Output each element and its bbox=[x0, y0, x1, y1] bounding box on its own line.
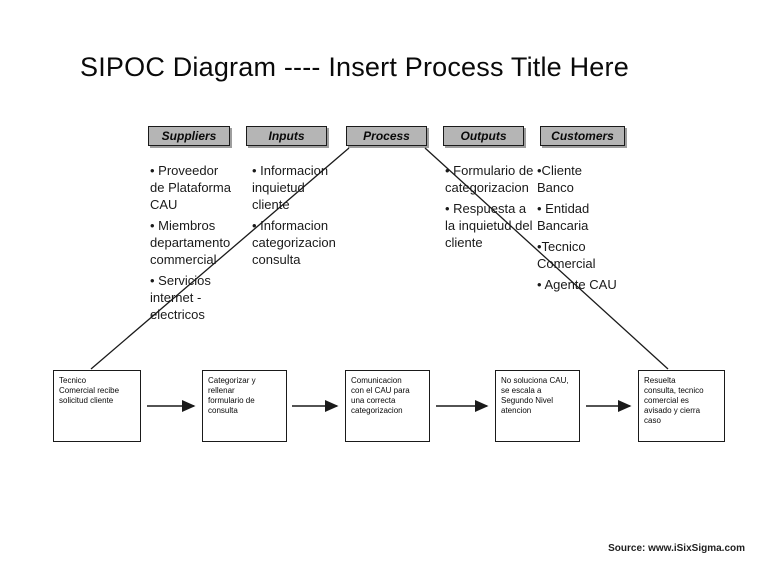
process-step-5: Resuelta consulta, tecnico comercial es … bbox=[638, 370, 725, 442]
list-item: • Servicios internet - electricos bbox=[150, 273, 211, 322]
list-item: •Cliente Banco bbox=[537, 163, 583, 195]
list-item: • Informacion inquietud cliente bbox=[252, 163, 329, 212]
header-process: Process bbox=[346, 126, 427, 146]
inputs-list: • Informacion inquietud cliente • Inform… bbox=[252, 162, 356, 272]
list-item: • Miembros departamento commercial bbox=[150, 218, 231, 267]
list-item: • Agente CAU bbox=[537, 277, 617, 292]
header-suppliers: Suppliers bbox=[148, 126, 230, 146]
process-step-3: Comunicacion con el CAU para una correct… bbox=[345, 370, 430, 442]
page-title: SIPOC Diagram ---- Insert Process Title … bbox=[80, 52, 629, 82]
header-customers: Customers bbox=[540, 126, 625, 146]
source-credit: Source: www.iSixSigma.com bbox=[608, 543, 745, 554]
list-item: •Tecnico Comercial bbox=[537, 239, 596, 271]
list-item: • Informacion categorizacion consulta bbox=[252, 218, 336, 267]
process-step-2: Categorizar y rellenar formulario de con… bbox=[202, 370, 287, 442]
process-step-4: No soluciona CAU, se escala a Segundo Ni… bbox=[495, 370, 580, 442]
header-outputs: Outputs bbox=[443, 126, 524, 146]
header-inputs: Inputs bbox=[246, 126, 327, 146]
list-item: • Proveedor de Plataforma CAU bbox=[150, 163, 231, 212]
list-item: • Entidad Bancaria bbox=[537, 201, 590, 233]
customers-list: •Cliente Banco • Entidad Bancaria •Tecni… bbox=[537, 162, 637, 297]
suppliers-list: • Proveedor de Plataforma CAU • Miembros… bbox=[150, 162, 250, 327]
process-step-1: Tecnico Comercial recibe solicitud clien… bbox=[53, 370, 141, 442]
